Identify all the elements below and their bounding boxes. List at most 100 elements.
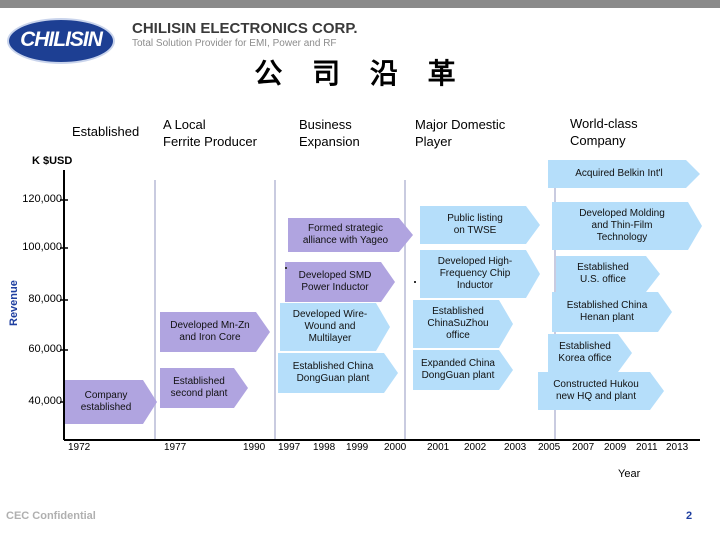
event-callout-line: Established <box>577 262 629 273</box>
event-callout-line: new HQ and plant <box>555 391 637 402</box>
stage-world-class-line-2: Company <box>570 133 626 148</box>
stage-major-domestic-line-1: Major Domestic <box>415 117 506 132</box>
event-callout-shape <box>285 262 395 302</box>
x-tick-label: 2007 <box>572 442 595 453</box>
event-callout-line: Frequency Chip <box>439 268 511 279</box>
y-tick-label: 40,000 <box>28 395 62 407</box>
event-callout-shape <box>556 256 660 292</box>
event-callout-line: Henan plant <box>580 312 634 323</box>
event-callout-shape <box>548 334 632 372</box>
stage-major-domestic-line-2: Player <box>415 134 452 149</box>
event-callout-shape <box>160 368 248 408</box>
stage-local-producer: A Local Ferrite Producer <box>163 116 257 150</box>
page-number: 2 <box>686 510 693 522</box>
event-callout-line: Expanded China <box>421 358 495 369</box>
logo-text: CHILISIN <box>20 28 103 51</box>
x-tick-label: 2005 <box>538 442 561 453</box>
event-callout-line: Acquired Belkin Int'l <box>575 168 663 179</box>
marker-dot <box>414 281 416 283</box>
event-callout-shape <box>420 206 540 244</box>
event-callout-line: Public listing <box>447 213 503 224</box>
event-callout-shape <box>280 303 390 351</box>
event-callout-line: on TWSE <box>453 225 497 236</box>
stage-business-expansion: Business Expansion <box>299 116 360 150</box>
stage-world-class: World-class Company <box>570 115 638 149</box>
event-callout-line: Developed High- <box>437 256 513 267</box>
stage-local-producer-line-1: A Local <box>163 117 206 132</box>
event-callout-line: Established <box>432 306 484 317</box>
stage-business-expansion-line-2: Expansion <box>299 134 360 149</box>
event-callout-label: Acquired Belkin Int'l <box>550 168 688 180</box>
x-tick-label: 1990 <box>243 442 266 453</box>
stage-local-producer-line-2: Ferrite Producer <box>163 134 257 149</box>
company-logo <box>7 18 115 64</box>
event-callout-line: Korea office <box>558 353 612 364</box>
y-tick-label: 60,000 <box>28 343 62 355</box>
event-callout-shape <box>160 312 270 352</box>
event-callout-line: DongGuan plant <box>421 370 495 381</box>
chart-axes <box>60 170 700 441</box>
event-callout-line: Technology <box>596 232 648 243</box>
y-tick-label: 80,000 <box>28 293 62 305</box>
x-tick-label: 2013 <box>666 442 689 453</box>
x-tick-label: 2000 <box>384 442 407 453</box>
page-title: 公 司 沿 革 <box>254 57 466 90</box>
event-callout-line: Established China <box>292 361 374 372</box>
event-callout-line: ChinaSuZhou <box>427 318 489 329</box>
event-callout-shape <box>552 292 672 332</box>
event-callout-line: Company <box>84 390 128 401</box>
event-callout-line: Established <box>173 376 225 387</box>
marker-dot <box>285 267 287 269</box>
event-callout-line: Developed SMD <box>298 270 372 281</box>
stage-major-domestic: Major Domestic Player <box>415 116 505 150</box>
x-tick-label: 2003 <box>504 442 527 453</box>
x-tick-label: 1999 <box>346 442 369 453</box>
event-callout-shape <box>413 300 513 348</box>
event-callout-line: Multilayer <box>308 333 352 344</box>
event-callout-line: Constructed Hukou <box>553 379 639 390</box>
event-callout-line: Power Inductor <box>301 282 369 293</box>
event-callout-shape <box>420 250 540 298</box>
event-callout-line: established <box>80 402 132 413</box>
company-name: CHILISIN ELECTRONICS CORP. <box>132 20 358 37</box>
event-callout-line: alliance with Yageo <box>302 235 389 246</box>
event-callout-line: Developed Molding <box>579 208 665 219</box>
event-callout-line: Formed strategic <box>307 223 384 234</box>
y-tick-label: 120,000 <box>22 193 62 205</box>
x-axis-label: Year <box>618 468 641 480</box>
company-tagline: Total Solution Provider for EMI, Power a… <box>132 38 337 49</box>
event-callout-line: Developed Mn-Zn <box>170 320 250 331</box>
event-callout-line: Established China <box>566 300 648 311</box>
event-callout-line: second plant <box>170 388 228 399</box>
event-callout-shape <box>548 160 700 188</box>
x-tick-label: 2009 <box>604 442 627 453</box>
event-callout-line: DongGuan plant <box>296 373 370 384</box>
event-callout-line: office <box>446 330 470 341</box>
event-callout-line: Inductor <box>456 280 494 291</box>
stage-established: Established <box>72 124 140 139</box>
event-callout-line: Established <box>559 341 611 352</box>
stage-business-expansion-line-1: Business <box>299 117 352 132</box>
x-tick-label: 1998 <box>313 442 336 453</box>
x-tick-label: 1977 <box>164 442 187 453</box>
event-callout-shape <box>538 372 664 410</box>
event-callout-shape <box>278 353 398 393</box>
event-callout-line: Wound and <box>304 321 356 332</box>
event-callout-line: and Thin-Film <box>591 220 653 231</box>
event-callout-shape <box>288 218 413 252</box>
top-gray-bar <box>0 0 720 8</box>
event-callout-line: Developed Wire- <box>292 309 368 320</box>
stage-world-class-line-1: World-class <box>570 116 638 131</box>
y-tick-label: 100,000 <box>22 241 62 253</box>
